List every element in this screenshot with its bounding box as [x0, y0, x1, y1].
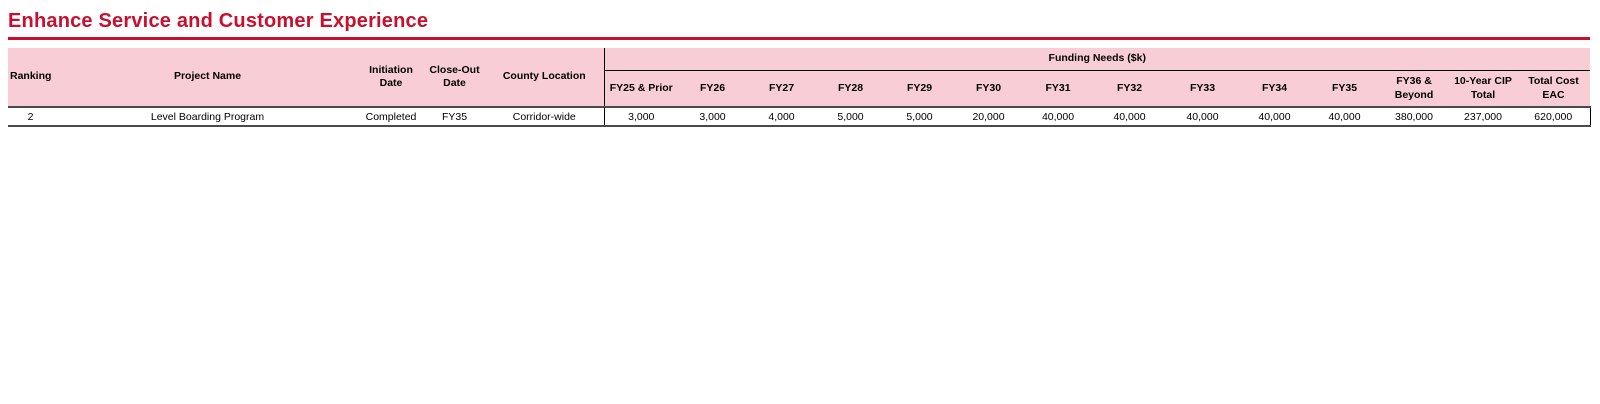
col-header-fy32: FY32 — [1093, 70, 1166, 108]
funding-needs-group-header: Funding Needs ($k) — [603, 48, 1590, 71]
cell-total-cost-eac: 620,000 — [1517, 106, 1591, 127]
col-header-fy29: FY29 — [885, 70, 954, 108]
cell-funding-fy30: 20,000 — [954, 106, 1023, 127]
cell-funding-fy32: 40,000 — [1093, 106, 1166, 127]
col-header-fy35: FY35 — [1310, 70, 1379, 108]
cell-funding-fy33: 40,000 — [1166, 106, 1239, 127]
page-title: Enhance Service and Customer Experience — [8, 10, 429, 32]
cell-ranking: 2 — [8, 106, 53, 127]
cell-initiation-date: Completed — [358, 106, 424, 127]
cell-10-year-cip-total: 237,000 — [1449, 106, 1517, 127]
cell-funding-fy29: 5,000 — [885, 106, 954, 127]
col-header-fy31: FY31 — [1023, 70, 1093, 108]
col-header-fy27: FY27 — [747, 70, 816, 108]
col-header-close-out-date: Close-Out Date — [424, 48, 485, 108]
col-header-fy33: FY33 — [1166, 70, 1239, 108]
col-header-fy36-beyond: FY36 & Beyond — [1379, 70, 1449, 108]
col-header-fy30: FY30 — [954, 70, 1023, 108]
cell-funding-fy26: 3,000 — [678, 106, 747, 127]
col-header-fy26: FY26 — [678, 70, 747, 108]
report-page: Enhance Service and Customer Experience … — [0, 10, 1600, 404]
cell-funding-fy28: 5,000 — [816, 106, 885, 127]
cell-project-name: Level Boarding Program — [53, 106, 358, 127]
cell-funding-fy25-prior: 3,000 — [603, 106, 678, 127]
cip-projects-table: Ranking Project Name Initiation Date Clo… — [8, 48, 1591, 127]
table-row: 2 Level Boarding Program Completed FY35 … — [8, 106, 1591, 127]
cell-funding-fy36-beyond: 380,000 — [1379, 106, 1449, 127]
cell-funding-fy31: 40,000 — [1023, 106, 1093, 127]
col-header-fy34: FY34 — [1239, 70, 1310, 108]
col-header-county-location: County Location — [485, 48, 604, 108]
section-title-rule: Enhance Service and Customer Experience — [8, 10, 1590, 40]
col-header-ranking: Ranking — [8, 48, 53, 108]
cell-funding-fy34: 40,000 — [1239, 106, 1310, 127]
col-header-initiation-date: Initiation Date — [358, 48, 424, 108]
cell-close-out-date: FY35 — [424, 106, 485, 127]
cell-funding-fy27: 4,000 — [747, 106, 816, 127]
col-header-10-year-cip-total: 10-Year CIP Total — [1449, 70, 1517, 108]
col-header-project-name: Project Name — [53, 48, 358, 108]
col-header-fy25-prior: FY25 & Prior — [603, 70, 678, 108]
col-header-total-cost-eac: Total Cost EAC — [1517, 70, 1590, 108]
col-header-fy28: FY28 — [816, 70, 885, 108]
cell-funding-fy35: 40,000 — [1310, 106, 1379, 127]
cell-county-location: Corridor-wide — [485, 106, 604, 127]
